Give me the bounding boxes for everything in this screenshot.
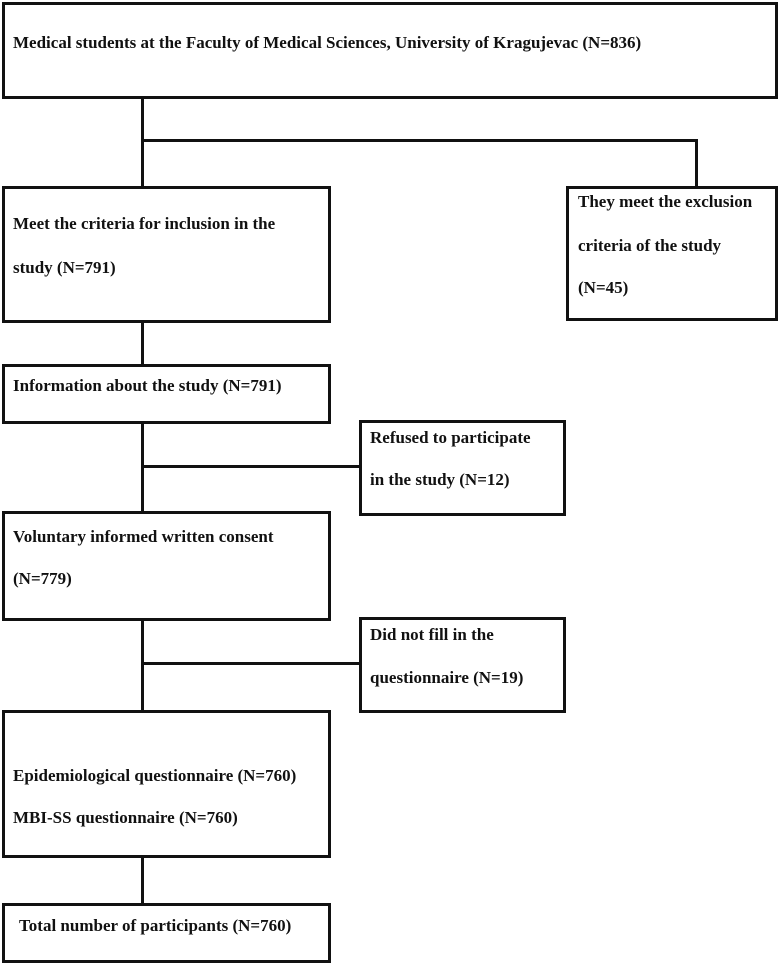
connector-to-not-filled [141,662,361,665]
information-text: Information about the study (N=791) [13,376,282,395]
connector-split-to-exclusion [695,139,698,188]
total-participants-box: Total number of participants (N=760) [2,903,331,963]
questionnaire-text-line2: MBI-SS questionnaire (N=760) [13,808,238,827]
not-filled-text-line2: questionnaire (N=19) [370,668,524,687]
exclusion-box: They meet the exclusion criteria of the … [566,186,778,321]
consent-box: Voluntary informed written consent (N=77… [2,511,331,621]
connector-inclusion-to-information [141,320,144,366]
total-population-box: Medical students at the Faculty of Medic… [2,2,778,99]
consent-text-line1: Voluntary informed written consent [13,527,274,546]
refused-text-line2: in the study (N=12) [370,470,510,489]
total-population-text: Medical students at the Faculty of Medic… [13,33,642,52]
not-filled-text-line1: Did not fill in the [370,625,494,644]
exclusion-text-line2: criteria of the study [578,236,722,255]
total-participants-text: Total number of participants (N=760) [19,916,292,935]
inclusion-box: Meet the criteria for inclusion in the s… [2,186,331,323]
refused-text-line1: Refused to participate [370,428,531,447]
not-filled-box: Did not fill in the questionnaire (N=19) [359,617,566,713]
inclusion-text-line1: Meet the criteria for inclusion in the [13,214,276,233]
connector-top-to-split [141,96,144,188]
information-box: Information about the study (N=791) [2,364,331,424]
connector-consent-to-questionnaire [141,618,144,712]
connector-split-horizontal [141,139,698,142]
exclusion-text-line3: (N=45) [578,278,629,297]
exclusion-text-line1: They meet the exclusion [578,192,753,211]
connector-to-refused [141,465,361,468]
inclusion-text-line2: study (N=791) [13,258,116,277]
questionnaire-text-line1: Epidemiological questionnaire (N=760) [13,766,297,785]
connector-questionnaire-to-total [141,855,144,905]
questionnaire-box: Epidemiological questionnaire (N=760) MB… [2,710,331,858]
refused-box: Refused to participate in the study (N=1… [359,420,566,516]
consent-text-line2: (N=779) [13,569,72,588]
